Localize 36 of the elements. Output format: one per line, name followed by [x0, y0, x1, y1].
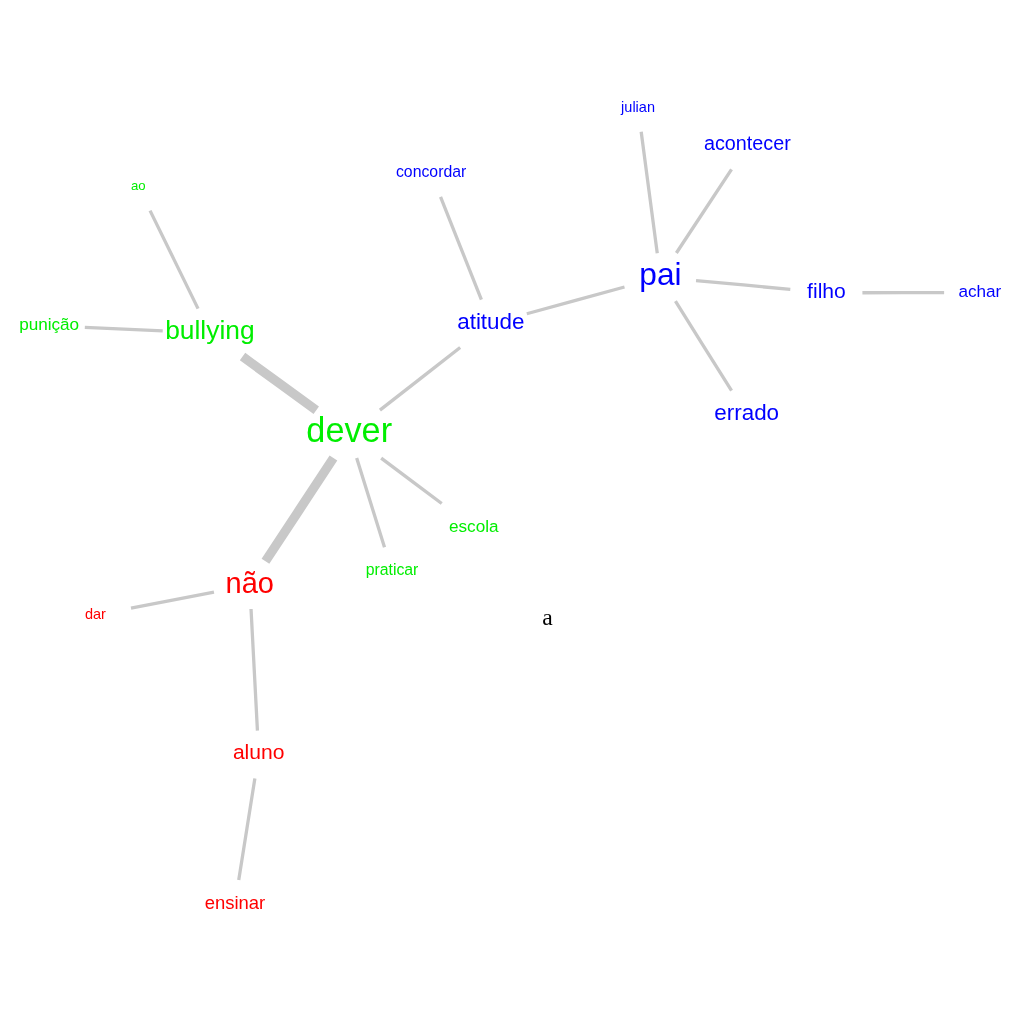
node-text: achar: [958, 280, 1002, 301]
node-text: escola: [449, 515, 499, 536]
node-text: julian: [621, 98, 655, 115]
node-text: aluno: [232, 739, 285, 763]
connector: [674, 299, 733, 392]
node-text: concordar: [395, 162, 467, 180]
node-text: dar: [84, 605, 106, 622]
node-text: filho: [807, 278, 846, 302]
connector: [84, 325, 163, 332]
connector: [148, 209, 200, 309]
connector: [239, 352, 319, 414]
node-text: acontecer: [703, 131, 791, 154]
node-text: atitude: [457, 308, 525, 334]
node-text: ensinar: [204, 891, 266, 913]
connector: [261, 455, 338, 564]
node-text: bullying: [165, 314, 255, 345]
connector: [249, 608, 260, 731]
connector: [695, 278, 791, 291]
node-text: pai: [639, 255, 682, 292]
connector: [526, 284, 625, 315]
node-text: punição: [19, 313, 80, 334]
node-text: dever: [306, 410, 393, 449]
node-text: praticar: [365, 560, 419, 578]
connector: [237, 777, 257, 880]
connector: [639, 131, 659, 253]
node-text: errado: [714, 399, 780, 425]
connector: [378, 345, 462, 411]
connector: [439, 195, 483, 300]
connector: [380, 456, 443, 505]
connector: [355, 457, 387, 548]
connector: [862, 290, 945, 294]
connector: [130, 589, 215, 610]
node-text: não: [225, 565, 274, 598]
label: a: [542, 603, 553, 630]
connector: [675, 168, 733, 254]
node-text: ao: [130, 177, 146, 193]
